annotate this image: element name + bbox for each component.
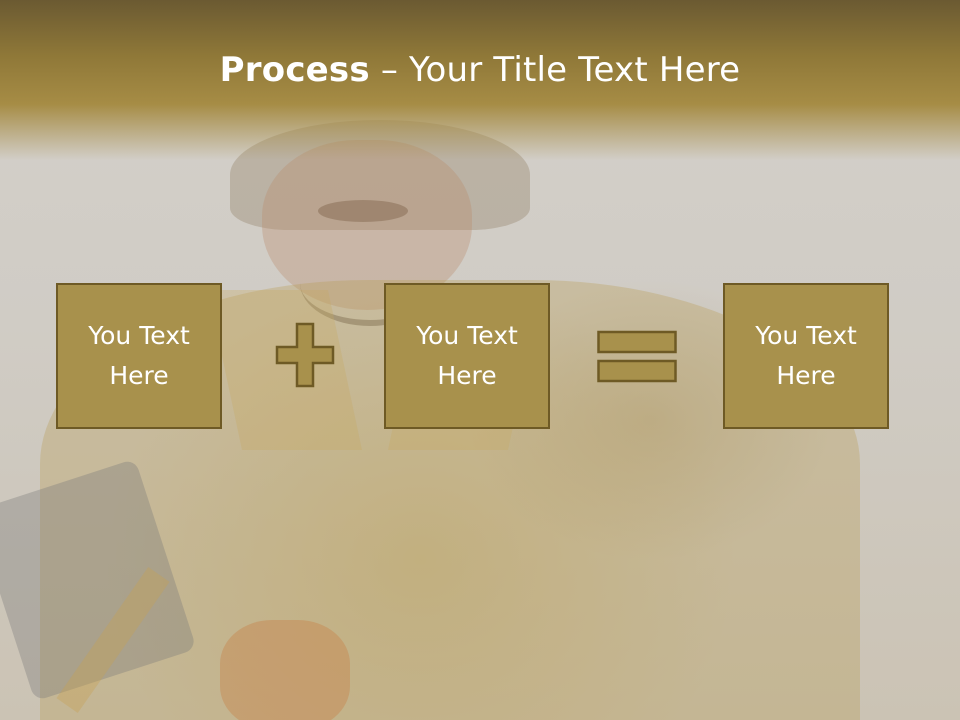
process-box-2[interactable]: You Text Here xyxy=(384,283,550,429)
title-dash: – xyxy=(369,50,410,90)
glove xyxy=(220,620,350,720)
slide-title: Process – Your Title Text Here xyxy=(0,50,960,90)
process-box-2-text: You Text Here xyxy=(416,316,518,396)
title-rest: Your Title Text Here xyxy=(409,50,741,90)
process-box-2-line1: You Text xyxy=(416,321,518,350)
plus-icon xyxy=(275,322,335,388)
helmet-strap xyxy=(300,240,440,326)
process-box-1-text: You Text Here xyxy=(88,316,190,396)
process-box-1-line1: You Text xyxy=(88,321,190,350)
title-band xyxy=(0,0,960,160)
title-bold: Process xyxy=(219,50,370,90)
process-box-3-line2: Here xyxy=(776,361,836,390)
process-box-3-line1: You Text xyxy=(755,321,857,350)
process-box-1-line2: Here xyxy=(109,361,169,390)
firefighter-mustache xyxy=(318,200,408,222)
process-box-3-text: You Text Here xyxy=(755,316,857,396)
process-box-1[interactable]: You Text Here xyxy=(56,283,222,429)
process-box-3[interactable]: You Text Here xyxy=(723,283,889,429)
process-box-2-line2: Here xyxy=(437,361,497,390)
equals-icon xyxy=(597,330,677,383)
